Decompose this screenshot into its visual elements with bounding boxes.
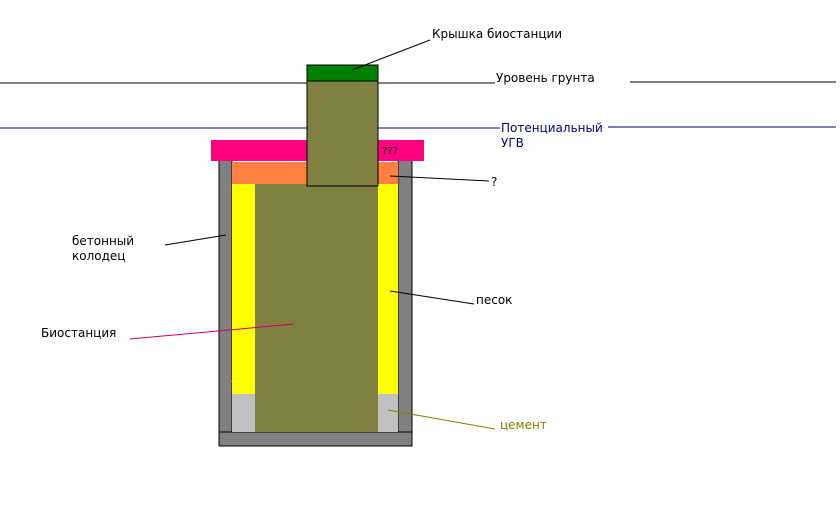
sand-leader-line (389, 290, 475, 305)
concrete-well-label: бетонный колодец (72, 234, 134, 264)
groundwater-label-line2: УГВ (501, 136, 524, 150)
question-label: ? (491, 175, 498, 189)
triple-question-mark: ??? (382, 146, 398, 157)
biostation-body (255, 184, 378, 432)
lid-label: Крышка биостанции (432, 27, 563, 41)
groundwater-label: Потенциальный УГВ (501, 121, 603, 151)
orange-fill-right (378, 162, 398, 184)
orange-fill-left (232, 162, 307, 184)
cement-left (232, 394, 255, 432)
cement-leader-line (387, 409, 496, 430)
small-marks: ?? (231, 380, 241, 390)
ground-level-label: Уровень грунта (496, 71, 595, 85)
biostation-lid (306, 64, 379, 82)
slab-right (378, 140, 424, 161)
slab-left (211, 140, 307, 161)
sand-right (378, 184, 398, 394)
biostation-leader-line (129, 323, 295, 340)
biostation-label: Биостанция (41, 326, 117, 340)
concrete-well-label-line1: бетонный (72, 234, 135, 248)
groundwater-label-line1: Потенциальный (501, 121, 603, 135)
concrete-well-label-line2: колодец (72, 249, 126, 263)
cement-right (378, 394, 398, 432)
concrete-well-leader-line (164, 234, 227, 246)
sand-label: песок (476, 293, 513, 307)
concrete-well-bottom (218, 431, 413, 447)
sand-left (232, 184, 255, 394)
concrete-well-left-wall (218, 159, 233, 439)
question-leader-line (389, 175, 490, 182)
concrete-well-right-wall (397, 159, 413, 439)
cement-label: цемент (500, 418, 547, 432)
lid-leader-line (351, 39, 431, 71)
biostation-neck (306, 79, 379, 187)
